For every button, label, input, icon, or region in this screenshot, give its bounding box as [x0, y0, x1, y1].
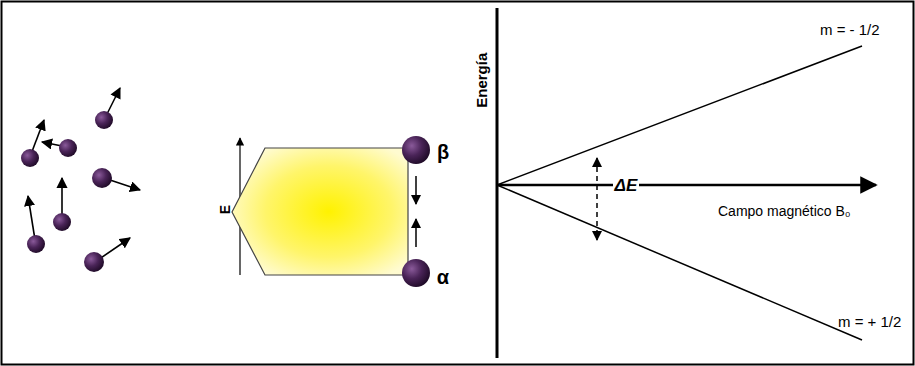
delta-e-arrow [596, 158, 598, 240]
lower-level [497, 185, 862, 340]
random-spins [28, 88, 140, 264]
energy-gap [232, 148, 408, 275]
nuclei [21, 111, 113, 272]
state-label: β [437, 141, 449, 163]
energy-axis [496, 8, 499, 358]
level-label: m = + 1/2 [838, 314, 901, 331]
spin-up [415, 219, 417, 247]
alpha-ball [402, 259, 430, 287]
spin-down [415, 176, 417, 204]
axis-label: Energía [475, 52, 492, 107]
axis-label: E [218, 205, 233, 214]
state-label: α [437, 266, 449, 288]
beta-ball [402, 136, 430, 164]
upper-level [497, 46, 862, 185]
axis-label: Campo magnético B₀ [718, 204, 851, 219]
delta-label: ΔE [613, 177, 640, 196]
level-label: m = - 1/2 [820, 22, 880, 39]
field-axis [497, 184, 876, 187]
